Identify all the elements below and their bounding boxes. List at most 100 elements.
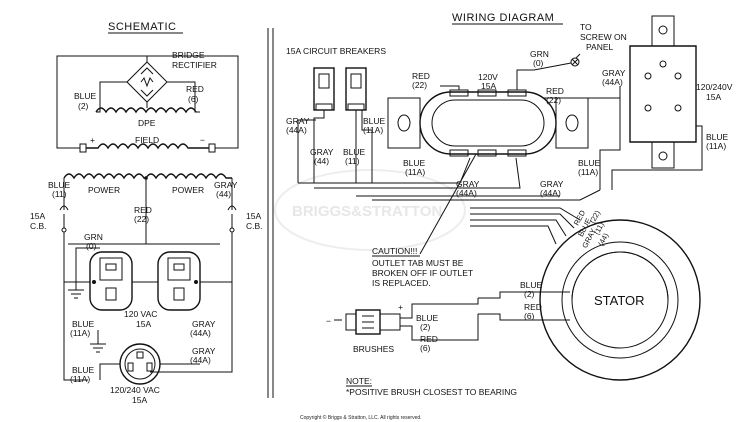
- w-lbl-red-6-s-num: (6): [524, 311, 535, 321]
- ground-symbol-2: [90, 343, 106, 353]
- w-lbl-grn-0-num: (0): [533, 58, 544, 68]
- power-coil-left: [63, 173, 146, 180]
- caution-title: CAUTION!!!: [372, 246, 417, 256]
- watermark-text: BRIGGS&STRATTON: [292, 203, 442, 220]
- w-lbl-gray-44a-m-num: (44A): [456, 188, 477, 198]
- w-lbl-blue-2-s: BLUE: [520, 280, 543, 290]
- w-lbl-red-22-b: RED: [546, 86, 564, 96]
- w-outlet-120-amps: 15A: [481, 81, 496, 91]
- lbl-blue-11a-1: BLUE: [72, 319, 95, 329]
- w-lbl-blue-11a-l-num: (11A): [363, 125, 383, 135]
- lbl-red-22-num: (22): [134, 214, 149, 224]
- to-screw-3: PANEL: [586, 42, 614, 52]
- ground-symbol: [68, 289, 84, 299]
- w-lbl-gray-44-num: (44): [314, 156, 329, 166]
- wire-rect-top: [56, 55, 147, 149]
- lbl-gray-44a-2-num: (44A): [190, 355, 211, 365]
- lbl-grn-0-num: (0): [86, 241, 97, 251]
- brush-assembly: [345, 309, 408, 335]
- field-terminal-left: [79, 143, 87, 153]
- cb-title: 15A CIRCUIT BREAKERS: [286, 46, 386, 56]
- w-lbl-red-6-s: RED: [524, 302, 542, 312]
- w-outlet-240-label: 120/240V: [696, 82, 733, 92]
- cb-left-label-2: C.B.: [30, 221, 47, 231]
- w-lbl-blue-11a-far: BLUE: [706, 132, 729, 142]
- outlet-240-label: 120/240 VAC: [110, 385, 160, 395]
- w-lbl-red-22-a-num: (22): [412, 80, 427, 90]
- wire-rect-top-r: [147, 55, 239, 149]
- brush-minus: −: [326, 316, 331, 326]
- w-lbl-blue-11a-r: BLUE: [578, 158, 601, 168]
- outlet-120-label: 120 VAC: [124, 309, 157, 319]
- power-coil-right: [145, 173, 232, 180]
- schematic-title: SCHEMATIC: [108, 21, 176, 33]
- w-outlet-120-label: 120V: [478, 72, 498, 82]
- cb-left-label-1: 15A: [30, 211, 45, 221]
- w-lbl-blue-11a-far-num: (11A): [706, 141, 726, 151]
- w-lbl-red-22-b-num: (22): [546, 95, 561, 105]
- w-lbl-gray-44a-r-num: (44A): [540, 188, 561, 198]
- lbl-blue-2-num: (2): [78, 101, 89, 111]
- outlet-240-amps: 15A: [132, 395, 147, 405]
- field-coil: [86, 143, 209, 150]
- w-lbl-gray-44a-top: GRAY: [602, 68, 626, 78]
- circuit-breaker-right: [345, 67, 367, 111]
- note-title: NOTE:: [346, 376, 372, 386]
- to-screw-2: SCREW ON: [580, 32, 627, 42]
- wiring-title: WIRING DIAGRAM: [452, 12, 554, 24]
- bus-gray-right: [150, 232, 233, 373]
- lbl-gray-44-num: (44): [216, 189, 231, 199]
- to-screw-1: TO: [580, 22, 592, 32]
- w-lbl-blue-2-b: BLUE: [416, 313, 439, 323]
- caution-line-2: BROKEN OFF IF OUTLET: [372, 268, 473, 278]
- w-lbl-red-22-a: RED: [412, 71, 430, 81]
- w-lbl-gray-44a-m: GRAY: [456, 179, 480, 189]
- w-lbl-blue-11a-m: BLUE: [403, 158, 426, 168]
- w-lbl-blue-11a-m-num: (11A): [405, 167, 425, 177]
- w-lbl-gray-44: GRAY: [310, 147, 334, 157]
- wire-rect-right: [167, 81, 200, 113]
- circuit-breaker-left: [313, 67, 335, 111]
- dpe-coil: [95, 107, 197, 114]
- outlet-120v: [89, 251, 201, 311]
- bridge-rectifier: [126, 56, 168, 108]
- lbl-blue-11a-2: BLUE: [72, 365, 95, 375]
- caution-pointer: [419, 153, 477, 255]
- w-lbl-gray-44a-l: GRAY: [286, 116, 310, 126]
- copyright: Copyright © Briggs & Stratton, LLC. All …: [300, 414, 422, 421]
- lbl-gray-44: GRAY: [214, 180, 238, 190]
- field-plus: +: [90, 135, 95, 145]
- w-lbl-blue-2-s-num: (2): [524, 289, 535, 299]
- lbl-red-22: RED: [134, 205, 152, 215]
- w-lbl-blue-11: BLUE: [343, 147, 366, 157]
- w-outlet-240-amps: 15A: [706, 92, 721, 102]
- outlet-240v: [119, 343, 161, 385]
- lbl-red-6: RED: [186, 84, 204, 94]
- stator-label: STATOR: [594, 293, 645, 308]
- field-minus: −: [200, 135, 205, 145]
- wire-rect-left: [96, 81, 127, 113]
- lbl-blue-11a-1-num: (11A): [70, 328, 90, 338]
- field-terminal-right: [208, 143, 216, 153]
- w-lbl-blue-2-b-num: (2): [420, 322, 431, 332]
- w-lbl-gray-44a-top-num: (44A): [602, 77, 623, 87]
- cb-right-label-2: C.B.: [246, 221, 263, 231]
- lbl-red-6-num: (6): [188, 94, 199, 104]
- ground-wire: [75, 247, 100, 290]
- lbl-blue-2: BLUE: [74, 91, 97, 101]
- brush-plus: +: [398, 302, 403, 312]
- w-lbl-gray-44a-r: GRAY: [540, 179, 564, 189]
- caution-line-1: OUTLET TAB MUST BE: [372, 258, 464, 268]
- watermark: BRIGGS&STRATTON: [274, 169, 466, 251]
- lbl-grn-0: GRN: [84, 232, 103, 242]
- w-lbl-red-6-b-num: (6): [420, 343, 431, 353]
- stator: [539, 219, 701, 381]
- caution-line-3: IS REPLACED.: [372, 278, 431, 288]
- lbl-gray-44a-2: GRAY: [192, 346, 216, 356]
- lbl-gray-44a-1-num: (44A): [190, 328, 211, 338]
- cb-left-symbol: [59, 178, 69, 228]
- dpe-label: DPE: [138, 118, 156, 128]
- w-lbl-red-6-b: RED: [420, 334, 438, 344]
